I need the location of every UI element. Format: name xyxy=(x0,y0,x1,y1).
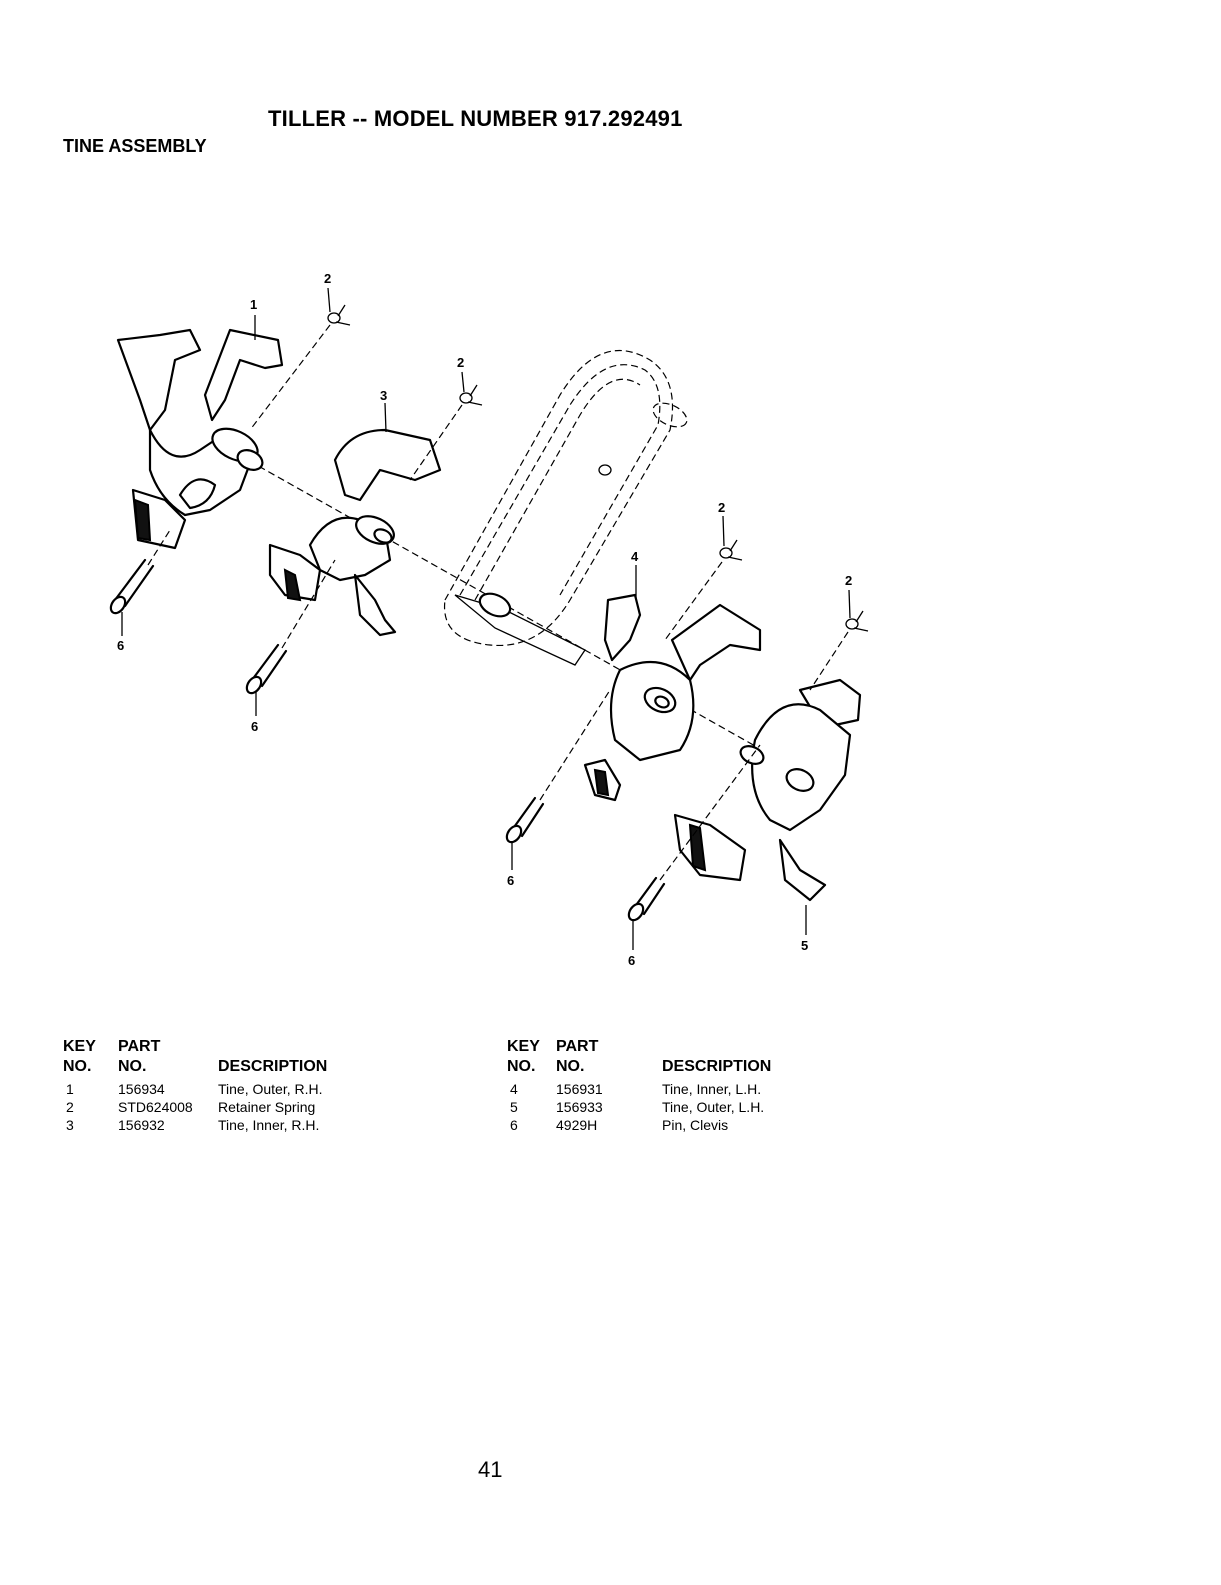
header-part-line2: NO. xyxy=(556,1058,584,1076)
row-description: Tine, Inner, L.H. xyxy=(662,1081,761,1097)
clevis-pin xyxy=(504,798,543,845)
tine-inner-lh xyxy=(585,595,760,800)
callout-6: 6 xyxy=(117,638,124,653)
row-description: Tine, Outer, L.H. xyxy=(662,1099,764,1115)
callout-3: 3 xyxy=(380,388,387,403)
callout-2: 2 xyxy=(457,355,464,370)
row-part: 156933 xyxy=(556,1099,603,1115)
header-part-line1: PART xyxy=(118,1038,160,1056)
row-part: STD624008 xyxy=(118,1099,193,1115)
tine-assembly-diagram: 1 2 2 3 2 4 2 5 6 6 6 6 xyxy=(0,0,1221,1000)
callout-1: 1 xyxy=(250,297,257,312)
gear-housing-phantom xyxy=(445,351,691,665)
tine-outer-lh xyxy=(675,680,860,900)
row-part: 4929H xyxy=(556,1117,597,1133)
row-description: Tine, Inner, R.H. xyxy=(218,1117,319,1133)
tine-outer-rh xyxy=(118,330,282,548)
row-part: 156934 xyxy=(118,1081,165,1097)
row-part: 156931 xyxy=(556,1081,603,1097)
row-key: 2 xyxy=(66,1099,74,1115)
row-description: Tine, Outer, R.H. xyxy=(218,1081,323,1097)
row-key: 5 xyxy=(510,1099,518,1115)
header-description: DESCRIPTION xyxy=(218,1058,327,1076)
header-key-line2: NO. xyxy=(507,1058,535,1076)
callout-4: 4 xyxy=(631,549,639,564)
retainer-spring xyxy=(328,305,350,325)
callout-2: 2 xyxy=(324,271,331,286)
tine-inner-rh xyxy=(270,430,440,635)
header-key-line2: NO. xyxy=(63,1058,91,1076)
row-description: Retainer Spring xyxy=(218,1099,315,1115)
row-part: 156932 xyxy=(118,1117,165,1133)
header-description: DESCRIPTION xyxy=(662,1058,771,1076)
callout-2: 2 xyxy=(845,573,852,588)
callout-6: 6 xyxy=(628,953,635,968)
header-key-line1: KEY xyxy=(63,1038,96,1056)
callout-5: 5 xyxy=(801,938,808,953)
row-key: 6 xyxy=(510,1117,518,1133)
row-key: 1 xyxy=(66,1081,74,1097)
clevis-pin xyxy=(108,560,153,616)
callout-2: 2 xyxy=(718,500,725,515)
clevis-pin xyxy=(626,878,664,923)
row-key: 4 xyxy=(510,1081,518,1097)
callout-6: 6 xyxy=(251,719,258,734)
row-description: Pin, Clevis xyxy=(662,1117,728,1133)
callout-6: 6 xyxy=(507,873,514,888)
header-part-line1: PART xyxy=(556,1038,598,1056)
header-key-line1: KEY xyxy=(507,1038,540,1056)
page-number: 41 xyxy=(478,1457,502,1483)
header-part-line2: NO. xyxy=(118,1058,146,1076)
clevis-pin xyxy=(244,645,286,696)
row-key: 3 xyxy=(66,1117,74,1133)
